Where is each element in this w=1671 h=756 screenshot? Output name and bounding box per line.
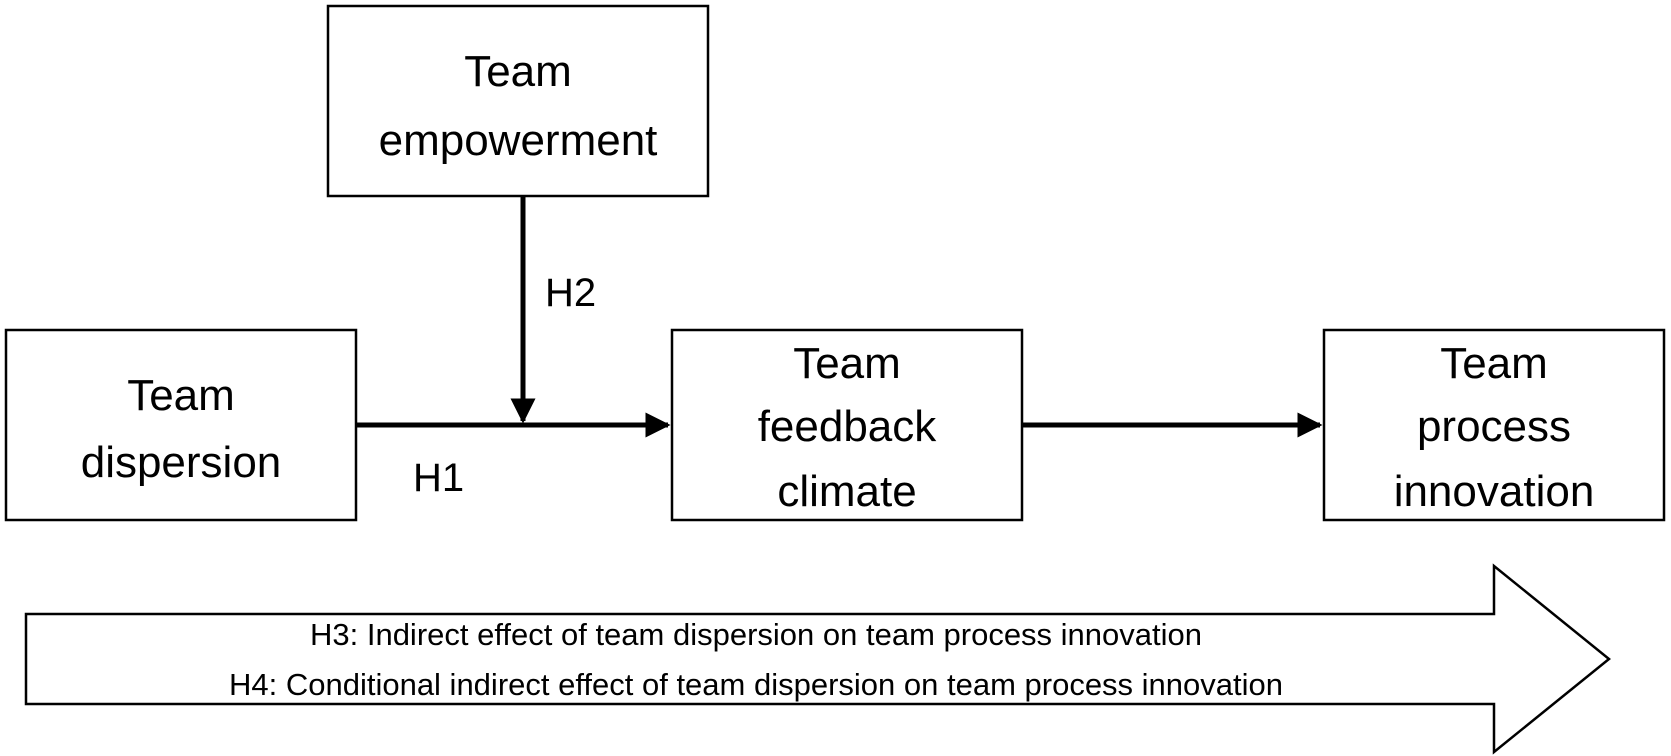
h1-label: H1: [413, 456, 464, 500]
team-feedback-climate-label-line1: Team: [793, 339, 901, 388]
team-empowerment-box: Team empowerment: [326, 4, 710, 198]
team-empowerment-label-line1: Team: [464, 47, 572, 96]
team-process-innovation-label-line1: Team: [1440, 339, 1548, 388]
team-process-innovation-label-line3: innovation: [1394, 467, 1595, 516]
team-feedback-climate-label-line3: climate: [777, 467, 916, 516]
team-empowerment-label-line2: empowerment: [379, 116, 658, 165]
team-process-innovation-label-line2: process: [1417, 402, 1571, 451]
team-feedback-climate-label-line2: feedback: [758, 402, 938, 451]
team-process-innovation-box: Team process innovation: [1322, 328, 1666, 522]
h4-description: H4: Conditional indirect effect of team …: [229, 667, 1283, 702]
hypotheses-banner-arrow: H3: Indirect effect of team dispersion o…: [24, 563, 1611, 755]
team-feedback-climate-box: Team feedback climate: [670, 328, 1024, 522]
h3-description: H3: Indirect effect of team dispersion o…: [310, 617, 1202, 652]
team-dispersion-label-line2: dispersion: [81, 438, 282, 487]
team-dispersion-label-line1: Team: [127, 371, 235, 420]
team-dispersion-box: Team dispersion: [4, 328, 358, 522]
h2-label: H2: [545, 271, 596, 315]
